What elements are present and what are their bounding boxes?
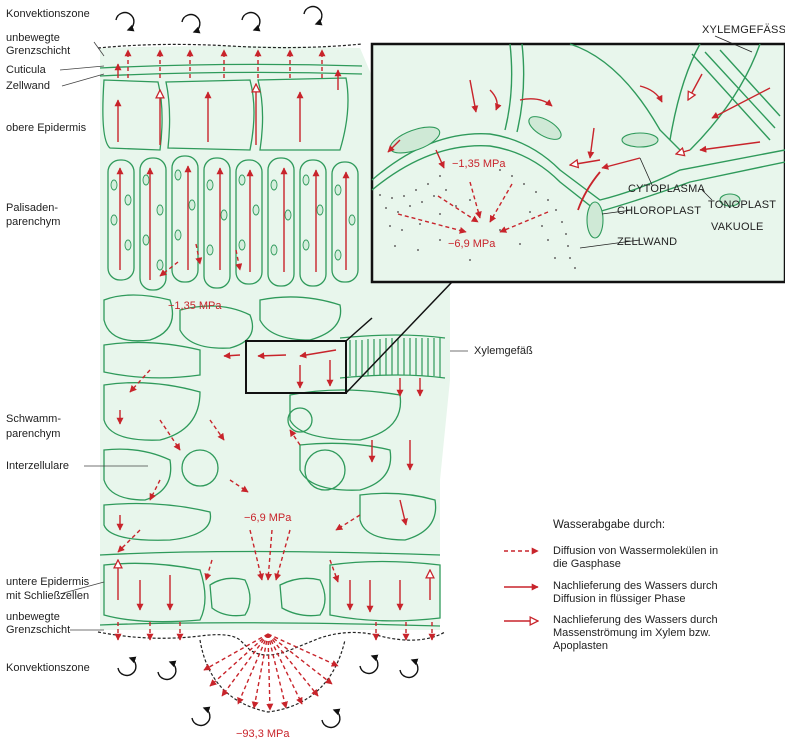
label-intercellular: Interzellulare <box>6 460 69 472</box>
pressure-cavity: −6,9 MPa <box>244 512 292 524</box>
legend-item-hollow-line-2: Massenströmung im Xylem bzw. <box>553 627 711 639</box>
inset-source-box <box>245 340 347 394</box>
inset-label-cytoplasm: CYTOPLASMA <box>628 183 705 195</box>
label-xylem-vessel: Xylemgefäß <box>474 345 533 357</box>
inset-pressure-gas: −6,9 MPa <box>448 238 496 250</box>
label-spongy-2: parenchym <box>6 428 61 440</box>
inset-label-tonoplast: TONOPLAST <box>708 199 777 211</box>
label-convection-bottom: Konvektionszone <box>6 662 90 674</box>
swirl-bot-1 <box>117 656 137 677</box>
label-cuticle: Cuticula <box>6 64 46 76</box>
pressure-outside: −93,3 MPa <box>236 728 290 740</box>
swirl-top-4 <box>303 5 323 26</box>
label-spongy-1: Schwamm- <box>6 413 62 425</box>
gas-phase-dots <box>379 169 576 269</box>
swirl-bot-3 <box>359 654 379 675</box>
swirl-top-2 <box>181 13 201 34</box>
label-cell-wall: Zellwand <box>6 80 51 92</box>
inset-panel <box>370 35 785 284</box>
label-convection-top: Konvektionszone <box>6 8 90 20</box>
stoma-bulge <box>199 639 346 713</box>
inset-label-cell-wall: ZELLWAND <box>617 236 678 248</box>
swirl-bot-5 <box>191 706 211 727</box>
cuticle-line <box>99 63 363 69</box>
swirl-bot-4 <box>399 658 419 679</box>
label-palisade-2: parenchym <box>6 216 61 228</box>
legend-swatches <box>504 547 538 621</box>
boundary-layer-top <box>97 43 363 49</box>
legend-item-hollow-line-3: Apoplasten <box>553 640 609 652</box>
label-boundary-top-1: unbewegte <box>6 32 60 44</box>
swirl-top-3 <box>241 11 261 32</box>
label-boundary-top-2: Grenzschicht <box>6 45 71 57</box>
label-lower-epidermis-1: untere Epidermis <box>6 576 90 588</box>
label-boundary-bottom-2: Grenzschicht <box>6 624 71 636</box>
label-palisade-1: Palisaden- <box>6 202 58 214</box>
legend-item-hollow-line-1: Nachlieferung des Wassers durch <box>553 614 718 626</box>
legend-item-dashed-line-1: Diffusion von Wassermolekülen in <box>553 545 719 557</box>
inset-label-vacuole: VAKUOLE <box>711 221 764 233</box>
pressure-palisade: −1,35 MPa <box>168 300 222 312</box>
legend-item-solid-line-2: Diffusion in flüssiger Phase <box>553 593 686 605</box>
swirl-top-1 <box>115 11 135 32</box>
swirl-bot-2 <box>157 660 177 681</box>
inset-pressure-wall: −1,35 MPa <box>452 158 506 170</box>
inset-label-xylem: XYLEMGEFÄSS <box>702 24 785 36</box>
label-upper-epidermis: obere Epidermis <box>6 122 87 134</box>
label-lower-epidermis-2: mit Schließzellen <box>6 590 90 602</box>
legend-item-solid-line-1: Nachlieferung des Wassers durch <box>553 580 718 592</box>
lower-epidermis-line <box>99 550 441 556</box>
legend-item-dashed-line-2: die Gasphase <box>553 558 621 570</box>
label-boundary-bottom-1: unbewegte <box>6 611 60 623</box>
inset-label-chloroplast: CHLOROPLAST <box>617 205 702 217</box>
boundary-layer-bottom <box>97 631 446 656</box>
swirl-bot-6 <box>321 708 341 729</box>
xylem-vessel <box>339 334 446 379</box>
legend-title: Wasserabgabe durch: <box>553 519 666 531</box>
